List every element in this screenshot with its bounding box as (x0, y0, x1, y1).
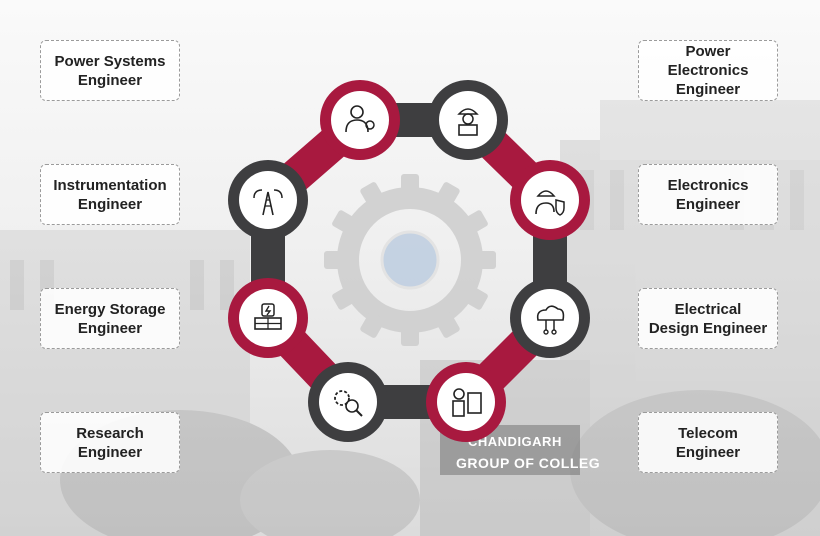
solar-panel-icon (254, 303, 282, 330)
chain-node (510, 278, 590, 358)
engineer-blueprint-icon (452, 388, 482, 417)
chain-node (320, 80, 400, 160)
node-face (521, 289, 579, 347)
role-card-electrical-design: Electrical Design Engineer (638, 288, 778, 349)
chain-node (426, 362, 506, 442)
role-label: Electronics Engineer (667, 176, 749, 213)
background-sign-line1: CHANDIGARH (468, 434, 562, 449)
role-card-research: Research Engineer (40, 412, 180, 473)
role-label: Power Systems Engineer (54, 52, 166, 89)
role-card-instrumentation: Instrumentation Engineer (40, 164, 180, 225)
node-face (439, 91, 497, 149)
role-label: Research Engineer (76, 424, 144, 461)
node-face (437, 373, 495, 431)
cloud-circuit-icon (536, 305, 565, 335)
chain-node (510, 160, 590, 240)
antenna-tower-icon (253, 189, 283, 216)
role-card-power-electronics: Power Electronics Engineer (638, 40, 778, 101)
background-sign-line2: GROUP OF COLLEG (456, 455, 601, 471)
chain-node (228, 278, 308, 358)
chain-node (308, 362, 388, 442)
node-face (521, 171, 579, 229)
role-card-energy-storage: Energy Storage Engineer (40, 288, 180, 349)
engineer-gear-icon (345, 105, 375, 133)
role-label: Instrumentation Engineer (53, 176, 167, 213)
role-label: Telecom Engineer (675, 424, 741, 461)
gear-search-icon (334, 390, 363, 417)
role-card-electronics: Electronics Engineer (638, 164, 778, 225)
chain-node (228, 160, 308, 240)
role-label: Power Electronics Engineer (667, 43, 749, 98)
role-card-telecom: Telecom Engineer (638, 412, 778, 473)
engineer-shield-icon (535, 190, 565, 216)
role-label: Electrical Design Engineer (648, 300, 768, 337)
chain-node (428, 80, 508, 160)
role-label: Energy Storage Engineer (54, 300, 166, 337)
worker-helmet-icon (457, 108, 479, 136)
role-card-power-systems: Power Systems Engineer (40, 40, 180, 101)
